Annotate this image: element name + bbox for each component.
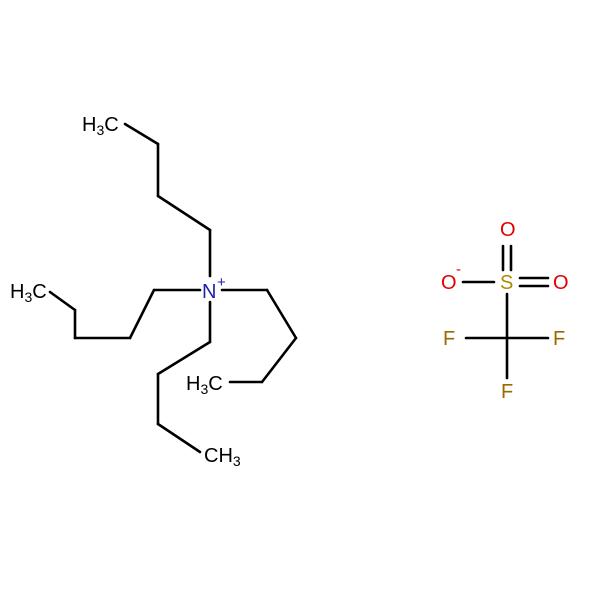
oxygen-atom-label-top: O xyxy=(500,219,516,241)
oxygen-atom-label-right: O xyxy=(553,272,569,294)
bond xyxy=(48,290,77,312)
bond xyxy=(260,336,298,384)
bond xyxy=(156,194,212,232)
fluorine-atom-label-left: F xyxy=(443,328,455,350)
fluorine-atom-label-right: F xyxy=(553,328,565,350)
fluorine-atom-label-bottom: F xyxy=(501,381,513,403)
left-butyl-chain xyxy=(48,288,202,340)
sulfur-atom-label: S xyxy=(500,272,513,294)
oxygen-atom-label-left: O xyxy=(441,272,457,294)
bond xyxy=(128,288,156,340)
right-butyl-chain xyxy=(220,288,298,384)
lower-butyl-chain xyxy=(156,300,212,454)
cation: N + H3C H3C H3C CH3 xyxy=(10,114,298,469)
methyl-label-left: H3C xyxy=(10,281,47,305)
methyl-label-bottom: CH3 xyxy=(204,445,241,469)
bond xyxy=(265,288,298,340)
bond xyxy=(156,340,212,376)
methyl-label-top: H3C xyxy=(82,114,119,138)
negative-charge: - xyxy=(456,261,461,278)
upper-butyl-chain xyxy=(123,122,212,278)
bond xyxy=(123,122,160,146)
nitrogen-atom-label: N xyxy=(202,281,216,303)
bond xyxy=(156,422,202,454)
methyl-label-right: H3C xyxy=(186,373,223,397)
positive-charge: + xyxy=(217,274,226,291)
anion: O O O - S F F F xyxy=(441,219,569,403)
